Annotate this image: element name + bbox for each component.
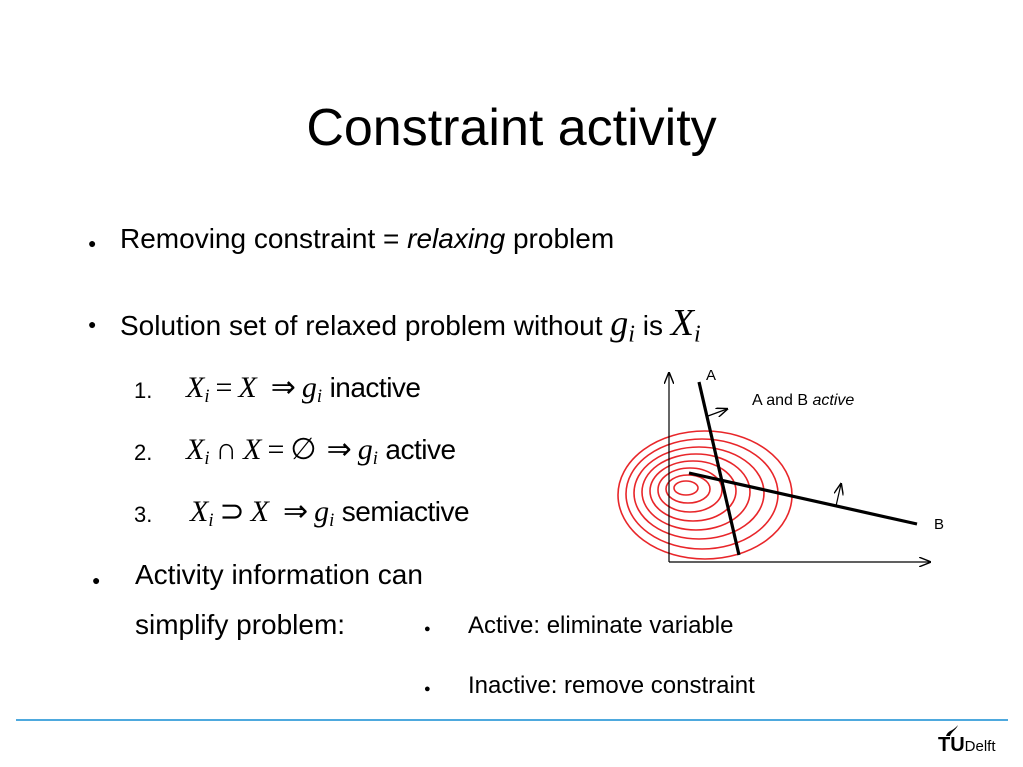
item-number: 3. — [134, 502, 153, 527]
math-X: X — [186, 433, 205, 466]
implies-arrow: ⇒ — [326, 433, 352, 466]
math-g: g — [314, 495, 330, 528]
logo-tu: TU — [938, 734, 965, 756]
math-X: X — [243, 433, 262, 466]
implies-arrow: ⇒ — [282, 495, 309, 528]
bullet-activity-line1: Activity information can — [135, 559, 423, 590]
implies-arrow: ⇒ — [270, 371, 296, 404]
bullet-text: Solution set of relaxed problem without — [120, 310, 611, 341]
caption-italic: active — [813, 392, 855, 409]
math-sub-i: i — [208, 510, 214, 532]
contour-ellipse — [649, 460, 737, 522]
footer-rule — [16, 719, 1008, 721]
math-sub-i: i — [329, 510, 335, 532]
math-sub-i: i — [693, 321, 701, 348]
math-sub-i: i — [628, 321, 635, 348]
item-semiactive-formula: Xi⊃X⇒gi semiactive — [190, 494, 470, 532]
contour-ellipse — [657, 467, 723, 513]
math-sub-i: i — [316, 386, 323, 408]
subbullet-inactive: Inactive: remove constraint — [468, 672, 755, 699]
contour-ellipse — [633, 446, 765, 540]
subbullet-dot: ● — [424, 683, 431, 695]
tudelft-logo: TUDelft — [938, 725, 996, 756]
contour-ellipse — [673, 480, 699, 496]
math-sub-i: i — [204, 386, 210, 408]
math-intersection: ∩ — [215, 433, 238, 466]
math-equals: = — [267, 433, 285, 466]
label-b: B — [934, 516, 944, 533]
item-word-active: active — [385, 434, 456, 465]
bullet-text-is: is — [634, 310, 671, 341]
math-X: X — [238, 371, 257, 404]
bullet-text-after: problem — [505, 223, 615, 254]
caption-text: A and B — [752, 392, 813, 409]
bullet-removing-constraint: Removing constraint = relaxing problem — [120, 223, 614, 255]
contour-ellipse — [625, 438, 779, 550]
constraint-line-a — [697, 381, 741, 556]
contour-ellipse — [665, 474, 711, 504]
label-a: A — [706, 367, 716, 384]
math-sub-i: i — [372, 448, 378, 470]
subbullet-dot: ● — [424, 623, 431, 635]
bullet-activity-line2: simplify problem: — [135, 609, 346, 640]
bullet-dot: ● — [92, 572, 101, 588]
math-X: X — [190, 495, 209, 528]
contour-ellipse — [617, 430, 793, 560]
math-g: g — [610, 303, 629, 343]
item-word-semiactive: semiactive — [341, 496, 470, 527]
math-X: X — [670, 302, 694, 344]
normal-arrow-a — [707, 409, 727, 416]
subbullet-active: Active: eliminate variable — [468, 612, 734, 639]
math-g: g — [301, 371, 317, 404]
math-g: g — [357, 433, 373, 466]
math-X: X — [186, 371, 205, 404]
bullet-dot: ● — [88, 235, 97, 251]
item-word-inactive: inactive — [329, 372, 421, 403]
logo-delft: Delft — [964, 738, 996, 755]
contour-ellipse — [641, 453, 751, 531]
item-inactive-formula: Xi=X⇒gi inactive — [186, 370, 421, 408]
bullet-italic-relaxing: relaxing — [407, 223, 506, 254]
objective-contours — [617, 430, 793, 560]
bullet-dot: ● — [88, 316, 97, 332]
normal-arrow-b — [836, 484, 841, 507]
item-number: 2. — [134, 440, 153, 465]
math-sub-i: i — [204, 448, 210, 470]
math-X: X — [250, 495, 269, 528]
empty-set-symbol: ∅ — [290, 433, 317, 466]
item-active-formula: Xi∩X=∅⇒gi active — [186, 432, 456, 470]
bullet-text: Removing constraint = — [120, 223, 408, 254]
diagram-caption: A and B active — [752, 392, 854, 409]
math-superset: ⊃ — [219, 495, 245, 528]
math-equals: = — [215, 371, 233, 404]
bullet-solution-set: Solution set of relaxed problem without … — [120, 301, 701, 349]
item-number: 1. — [134, 378, 153, 403]
flame-icon — [946, 725, 958, 736]
constraint-line-b — [688, 471, 918, 526]
slide-title: Constraint activity — [306, 99, 717, 157]
